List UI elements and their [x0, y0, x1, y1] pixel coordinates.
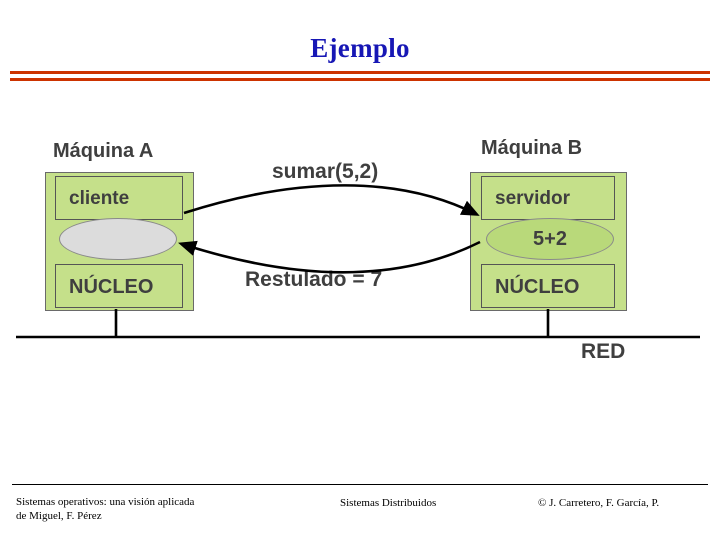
footer-left-line2: de Miguel, F. Pérez [16, 510, 102, 522]
network-label: RED [581, 340, 626, 363]
server-box: servidor [481, 176, 615, 220]
header-rule-top [10, 71, 710, 74]
footer-right: © J. Carretero, F. García, P. [538, 497, 660, 509]
client-stub-ellipse [59, 218, 177, 260]
footer-center: Sistemas Distribuidos [340, 497, 437, 509]
request-arrow [183, 184, 480, 216]
server-stub-ellipse: 5+2 [486, 218, 614, 260]
diagram-canvas: Máquina A Máquina B cliente NÚCLEO servi… [0, 96, 720, 406]
kernel-a-box: NÚCLEO [55, 264, 183, 308]
machine-a-label: Máquina A [53, 140, 154, 162]
kernel-b-box: NÚCLEO [481, 264, 615, 308]
footer-left-line1: Sistemas operativos: una visión aplicada [16, 496, 195, 508]
header-rule-bottom [10, 78, 710, 81]
call-message-label: sumar(5,2) [272, 160, 379, 183]
machine-b-label: Máquina B [481, 137, 583, 159]
page-title: Ejemplo [310, 33, 410, 63]
client-box: cliente [55, 176, 183, 220]
footer-left: Sistemas operativos: una visión aplicada… [16, 495, 194, 523]
return-message-label: Restulado = 7 [245, 268, 383, 291]
footer-divider [12, 484, 708, 485]
